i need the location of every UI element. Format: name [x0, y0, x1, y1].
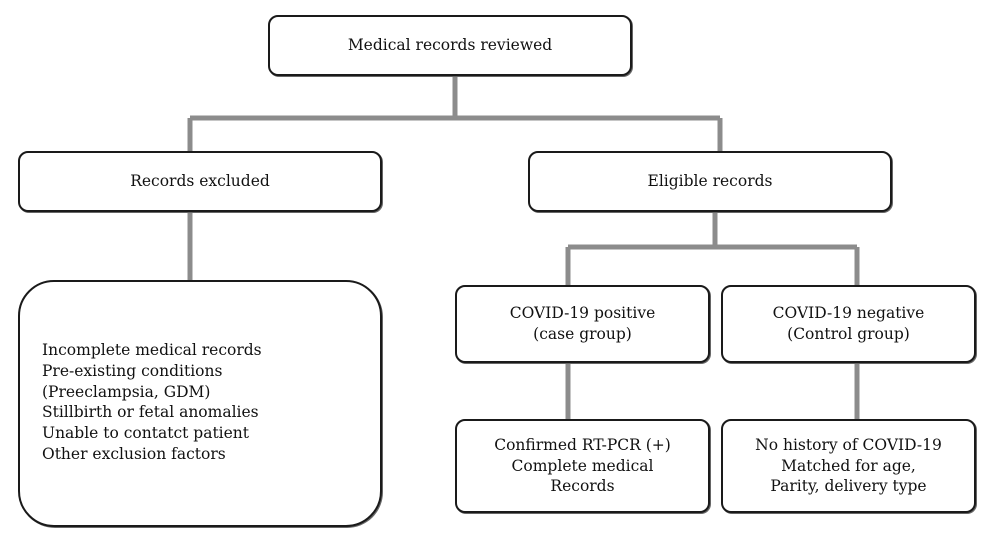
positive-detail-line: Confirmed RT-PCR (+)	[494, 435, 671, 454]
eligible-label: Eligible records	[647, 172, 773, 191]
exclusion-reason: Other exclusion factors	[42, 444, 226, 463]
exclusion-reason: Incomplete medical records	[42, 341, 262, 359]
positive-detail-box: Confirmed RT-PCR (+) Complete medical Re…	[455, 419, 710, 513]
exclusion-reason: Stillbirth or fetal anomalies	[42, 403, 259, 422]
eligible-box: Eligible records	[528, 151, 892, 212]
positive-detail-line: Complete medical	[511, 456, 654, 475]
excluded-label: Records excluded	[130, 172, 270, 191]
exclusion-reason: Unable to contatct patient	[42, 424, 250, 443]
covid-positive-subtitle: (case group)	[533, 325, 632, 343]
negative-detail-box: No history of COVID-19 Matched for age, …	[721, 419, 976, 513]
covid-positive-box: COVID-19 positive (case group)	[455, 285, 710, 363]
negative-detail-line: No history of COVID-19	[755, 435, 942, 454]
covid-positive-title: COVID-19 positive	[509, 304, 656, 323]
covid-negative-box: COVID-19 negative (Control group)	[721, 285, 976, 363]
exclusion-reasons-list: Incomplete medical records Pre-existing …	[42, 340, 262, 465]
covid-negative-subtitle: (Control group)	[787, 325, 910, 343]
negative-detail-line: Parity, delivery type	[770, 477, 927, 496]
excluded-box: Records excluded	[18, 151, 382, 212]
root-box: Medical records reviewed	[268, 15, 632, 76]
exclusion-reason: (Preeclampsia, GDM)	[42, 382, 211, 401]
negative-detail-line: Matched for age,	[781, 456, 916, 475]
exclusion-reasons-box: Incomplete medical records Pre-existing …	[18, 280, 382, 527]
root-label: Medical records reviewed	[347, 36, 553, 55]
covid-negative-title: COVID-19 negative	[772, 304, 925, 323]
exclusion-reason: Pre-existing conditions	[42, 361, 223, 380]
positive-detail-line: Records	[550, 477, 615, 496]
